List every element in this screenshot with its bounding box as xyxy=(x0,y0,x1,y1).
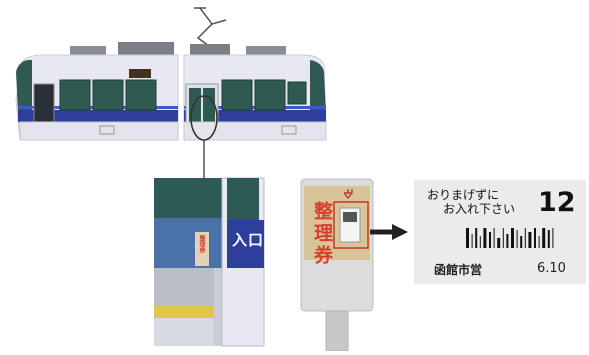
dispenser-slot-ticket xyxy=(343,212,357,222)
barcode-bar xyxy=(483,228,487,248)
tram-window xyxy=(287,81,307,105)
barcode-bar xyxy=(511,228,514,248)
barcode-bar xyxy=(471,234,473,248)
arrow-down-icon xyxy=(343,189,353,200)
ticket-number: 12 xyxy=(538,187,576,218)
closeup-step xyxy=(154,268,214,308)
roof-equipment xyxy=(70,46,106,56)
tram-window xyxy=(59,79,91,111)
door-entrance-sign: 入口 xyxy=(232,231,265,249)
tram-window xyxy=(254,79,286,111)
tram-band-left xyxy=(18,110,178,122)
closeup-floor xyxy=(154,318,214,346)
tram-vent xyxy=(99,125,115,135)
barcode-bar xyxy=(538,236,540,248)
ticket-message-line2: お入れ下さい xyxy=(443,202,516,216)
tram-door-glass xyxy=(203,88,215,128)
pantograph xyxy=(194,7,227,49)
tram-window xyxy=(221,79,253,111)
door-ticket-sign-label: 整理券 xyxy=(198,235,205,253)
closeup-step-edge xyxy=(154,306,214,318)
ticket-barcode xyxy=(466,228,554,248)
barcode-bar xyxy=(524,228,526,248)
closeup-window xyxy=(154,178,222,218)
barcode-bar xyxy=(542,228,546,248)
barcode-bar xyxy=(534,228,536,248)
ticket-arrow-head xyxy=(392,224,408,240)
dispenser-title: 整理券 xyxy=(311,201,333,267)
tram xyxy=(15,7,327,141)
barcode-bar xyxy=(520,236,523,248)
ticket-card xyxy=(414,180,586,284)
barcode-bar xyxy=(528,232,532,248)
roof-equipment xyxy=(190,44,230,56)
tram-vent xyxy=(281,125,297,135)
barcode-bar xyxy=(516,230,518,248)
barcode-bar xyxy=(475,228,478,248)
tram-skirt xyxy=(183,121,327,141)
barcode-bar xyxy=(479,236,481,248)
barcode-bar xyxy=(502,228,504,248)
tram-band-right xyxy=(184,110,326,122)
door-ticket-sign: 整理券 xyxy=(195,232,209,266)
door-closeup xyxy=(154,177,265,347)
tram-window xyxy=(92,79,124,111)
ticket-dispenser xyxy=(300,178,374,352)
barcode-bar xyxy=(493,228,495,248)
barcode-bar xyxy=(497,238,501,248)
ticket-date: 6.10 xyxy=(537,261,566,276)
roof-equipment xyxy=(118,42,174,56)
closeup-door-band xyxy=(227,220,264,268)
ticket-company: 函館市営 xyxy=(434,263,483,277)
closeup-interior xyxy=(154,218,222,268)
barcode-bar xyxy=(547,230,550,248)
tram-skirt xyxy=(19,121,179,141)
barcode-bar xyxy=(552,228,554,248)
barcode-bar xyxy=(506,234,509,248)
closeup-door-window xyxy=(227,178,259,220)
dispenser-pole xyxy=(325,310,349,352)
tram-window xyxy=(125,79,157,111)
barcode-bar xyxy=(489,232,491,248)
ticket-message: おりまげずに お入れ下さい xyxy=(427,188,515,216)
ticket xyxy=(414,180,586,284)
tram-destination-sign xyxy=(129,69,151,78)
tram-front-right xyxy=(310,60,326,112)
tram-front-left xyxy=(16,60,32,112)
dispenser-highlight xyxy=(333,201,369,249)
barcode-bar xyxy=(466,228,469,248)
ticket-message-line1: おりまげずに xyxy=(427,188,500,202)
roof-equipment xyxy=(246,46,286,56)
